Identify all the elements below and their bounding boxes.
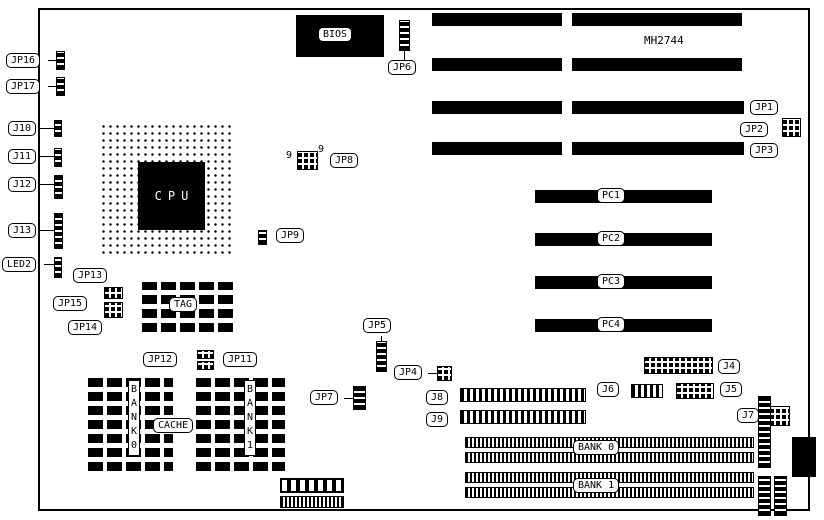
j4-label: J4 bbox=[718, 359, 741, 374]
jp6-jumper-icon bbox=[399, 20, 410, 51]
j5-label: J5 bbox=[720, 382, 743, 397]
j12-leader-line bbox=[40, 184, 54, 185]
jp8-pin9-right-text: 9 bbox=[318, 144, 325, 155]
jp9-jumper-icon bbox=[258, 230, 267, 245]
j10-label: J10 bbox=[8, 121, 37, 136]
j10-leader-line bbox=[40, 128, 54, 129]
jp4-jumper-icon bbox=[437, 366, 452, 381]
isa-slot-bar bbox=[572, 142, 744, 155]
jp11-label: JP11 bbox=[223, 352, 258, 367]
jp7-jumper-icon bbox=[353, 386, 366, 410]
j7-connector bbox=[769, 406, 790, 426]
led2-leader-line bbox=[44, 264, 54, 265]
jp7-label: JP7 bbox=[310, 390, 339, 405]
jp17-connector-icon bbox=[56, 77, 65, 96]
tag-label: TAG bbox=[169, 297, 198, 312]
jp17-label: JP17 bbox=[6, 79, 41, 94]
jp5-leader-line bbox=[381, 336, 382, 341]
j13-label: J13 bbox=[8, 223, 37, 238]
isa-slot-bar bbox=[432, 142, 562, 155]
jp2-label: JP2 bbox=[740, 122, 769, 137]
j6-label: J6 bbox=[597, 382, 620, 397]
jp4-leader-line bbox=[428, 373, 437, 374]
j8-connector bbox=[460, 388, 586, 402]
j11-label: J11 bbox=[8, 149, 37, 164]
j11-leader-line bbox=[40, 156, 54, 157]
isa-slot-bar bbox=[572, 58, 742, 71]
j9-connector bbox=[460, 410, 586, 424]
isa-slot-bar bbox=[432, 58, 562, 71]
jp16-label: JP16 bbox=[6, 53, 41, 68]
bottom-edge-connector bbox=[280, 496, 344, 508]
cpu-chip: CPU bbox=[138, 162, 205, 230]
jp6-label: JP6 bbox=[388, 60, 417, 75]
cache-label: CACHE bbox=[153, 418, 194, 433]
jp4-label: JP4 bbox=[394, 365, 423, 380]
isa-slot-bar bbox=[432, 13, 562, 26]
keyboard-connector bbox=[792, 437, 816, 477]
j13-connector-icon bbox=[54, 213, 63, 249]
j10-connector-icon bbox=[54, 120, 62, 137]
led2-connector-icon bbox=[54, 257, 62, 278]
j4-connector bbox=[644, 357, 713, 374]
jp16-leader-line bbox=[48, 60, 56, 61]
led2-label: LED2 bbox=[2, 257, 37, 272]
jp6-leader-line bbox=[404, 51, 405, 60]
right-edge-pin-header bbox=[758, 476, 771, 516]
jp2-jumper-icon bbox=[782, 118, 801, 137]
jp14-label: JP14 bbox=[68, 320, 103, 335]
jp16-connector-icon bbox=[56, 51, 65, 70]
jp7-leader-line bbox=[344, 398, 353, 399]
right-edge-pin-header bbox=[774, 476, 787, 516]
j12-label: J12 bbox=[8, 177, 37, 192]
jp1-label: JP1 bbox=[750, 100, 779, 115]
jp13-label: JP13 bbox=[73, 268, 108, 283]
j13-leader-line bbox=[40, 230, 54, 231]
j8-label: J8 bbox=[426, 390, 449, 405]
bottom-dip-connector bbox=[280, 478, 344, 493]
pc4-label: PC4 bbox=[597, 317, 626, 332]
isa-slot-bar bbox=[572, 101, 744, 114]
jp8-label: JP8 bbox=[330, 153, 359, 168]
jp8-pin9-left-text: 9 bbox=[286, 150, 293, 161]
pc2-label: PC2 bbox=[597, 231, 626, 246]
jp14-jp15-jumper-icon bbox=[104, 302, 123, 318]
jp3-label: JP3 bbox=[750, 143, 779, 158]
jp11-jumper-icon bbox=[197, 361, 214, 370]
j6-connector bbox=[631, 384, 663, 398]
jp9-label: JP9 bbox=[276, 228, 305, 243]
jp5-label: JP5 bbox=[363, 318, 392, 333]
pc1-label: PC1 bbox=[597, 188, 626, 203]
jp8-jumper-icon bbox=[297, 151, 318, 170]
cache-bank1-label: BANK1 bbox=[244, 380, 256, 456]
isa-slot-bar bbox=[572, 13, 742, 26]
j11-connector-icon bbox=[54, 148, 62, 167]
jp5-jumper-icon bbox=[376, 341, 387, 372]
board-model-text: MH2744 bbox=[644, 34, 684, 47]
jp13-jumper-icon bbox=[104, 287, 123, 299]
j5-connector bbox=[676, 383, 714, 399]
j12-connector-icon bbox=[54, 175, 63, 199]
cache-chip-array-bank1 bbox=[196, 374, 285, 471]
isa-slot-bar bbox=[432, 101, 562, 114]
bios-label: BIOS bbox=[318, 27, 353, 42]
jp12-jumper-icon bbox=[197, 350, 214, 359]
memory-bank0-label: BANK 0 bbox=[573, 440, 620, 455]
j9-label: J9 bbox=[426, 412, 449, 427]
pc3-label: PC3 bbox=[597, 274, 626, 289]
right-edge-pin-header bbox=[758, 396, 771, 468]
jp12-label: JP12 bbox=[143, 352, 178, 367]
j7-label: J7 bbox=[737, 408, 760, 423]
cache-bank0-label: BANK0 bbox=[128, 380, 140, 456]
jp17-leader-line bbox=[48, 86, 56, 87]
jp15-label: JP15 bbox=[53, 296, 88, 311]
memory-bank1-label: BANK 1 bbox=[573, 478, 620, 493]
